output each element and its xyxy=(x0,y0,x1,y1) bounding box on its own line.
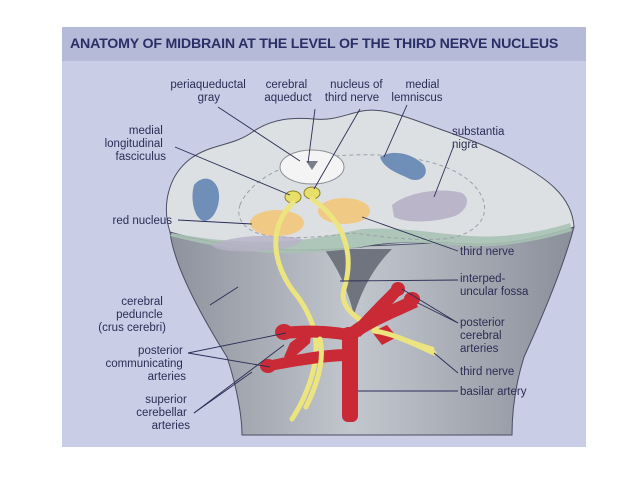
label-superior-cerebellar-arteries: superior cerebellar arteries xyxy=(136,394,190,432)
label-basilar-artery: basilar artery xyxy=(460,386,527,398)
diagram-title: ANATOMY OF MIDBRAIN AT THE LEVEL OF THE … xyxy=(70,36,559,52)
label-third-nerve-upper: third nerve xyxy=(460,246,514,258)
midbrain-illustration: periaqueductal gray cerebral aqueduct nu… xyxy=(98,79,575,436)
substantia-nigra-left-shape xyxy=(212,235,302,252)
mlf-blue-shape xyxy=(192,178,220,221)
label-interpeduncular-fossa: interped- uncular fossa xyxy=(460,273,529,298)
substantia-nigra-shape xyxy=(392,190,467,222)
label-periaqueductal-gray: periaqueductal gray xyxy=(170,79,249,104)
label-cerebral-aqueduct: cerebral aqueduct xyxy=(264,79,312,104)
interpeduncular-fossa-shape xyxy=(324,249,392,315)
labels: periaqueductal gray cerebral aqueduct nu… xyxy=(98,79,529,432)
label-nucleus-third-nerve: nucleus of third nerve xyxy=(325,79,386,104)
third-nerve-right-lower-segment xyxy=(371,328,437,356)
arteries xyxy=(260,282,420,422)
label-third-nerve-lower: third nerve xyxy=(460,366,514,378)
label-cerebral-peduncle: cerebral peduncle (crus cerebri) xyxy=(98,296,166,334)
medial-lemniscus-shape xyxy=(380,152,426,181)
third-nerve-fibre-left xyxy=(273,200,319,422)
cerebral-aqueduct-shape xyxy=(306,161,318,170)
diagram-frame: ANATOMY OF MIDBRAIN AT THE LEVEL OF THE … xyxy=(62,27,586,447)
label-posterior-cerebral-arteries: posterior cerebral arteries xyxy=(460,317,508,355)
label-mlf: medial longitudinal fasciculus xyxy=(105,125,167,163)
label-posterior-communicating-arteries: posterior communicating arteries xyxy=(105,345,186,383)
title-bar: ANATOMY OF MIDBRAIN AT THE LEVEL OF THE … xyxy=(62,27,586,61)
label-substantia-nigra: substantia nigra xyxy=(452,126,508,151)
leader-lines xyxy=(174,104,459,414)
label-medial-lemniscus: medial lemniscus xyxy=(391,79,442,104)
label-red-nucleus: red nucleus xyxy=(113,215,173,227)
third-nerve-lower-segment xyxy=(303,336,324,410)
